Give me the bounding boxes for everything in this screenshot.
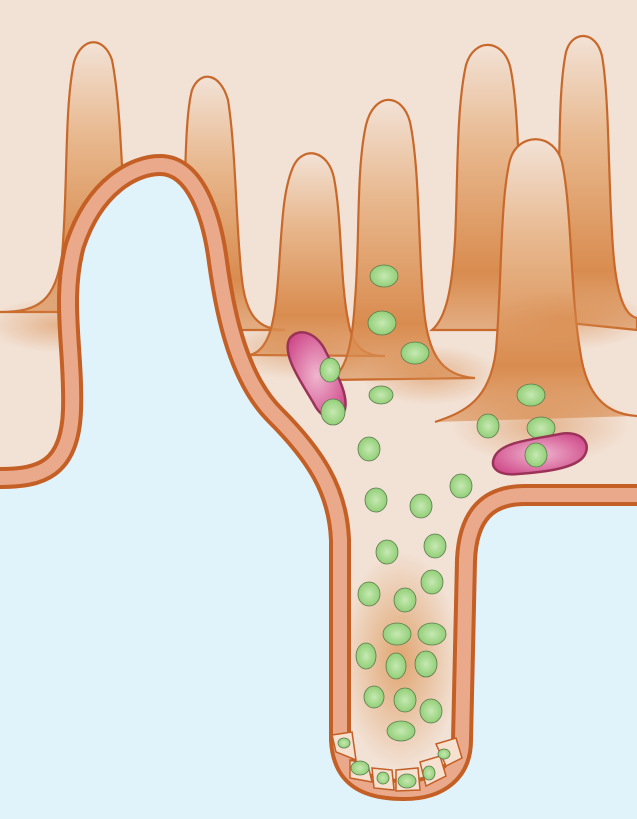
stem-cell — [423, 766, 435, 780]
magenta-cell-nucleus — [320, 358, 340, 382]
magenta-cell-nucleus — [321, 399, 345, 425]
stem-cell — [351, 761, 369, 775]
green-cell — [386, 653, 406, 679]
green-cell — [383, 623, 411, 645]
green-cell — [415, 651, 437, 677]
green-cell — [358, 437, 380, 461]
green-cell — [376, 540, 398, 564]
green-cell — [387, 721, 415, 741]
green-cell — [424, 534, 446, 558]
green-cell — [477, 414, 499, 438]
stem-cell — [377, 772, 389, 784]
stem-cell — [438, 749, 450, 759]
green-cell — [370, 265, 398, 287]
green-cell — [450, 474, 472, 498]
magenta-cell-nucleus — [525, 443, 547, 467]
green-cell — [517, 384, 545, 406]
green-cell — [394, 588, 416, 612]
green-cell — [410, 494, 432, 518]
green-cell — [365, 488, 387, 512]
green-cell — [356, 643, 376, 669]
green-cell — [364, 686, 384, 708]
stem-cell — [398, 774, 416, 788]
green-cell — [394, 688, 416, 712]
green-cell — [369, 386, 393, 404]
green-cell — [358, 582, 380, 606]
green-cell — [420, 699, 442, 723]
green-cell — [421, 570, 443, 594]
stem-cell — [338, 738, 350, 748]
green-cell — [368, 311, 396, 335]
green-cell — [418, 623, 446, 645]
green-cell — [401, 342, 429, 364]
